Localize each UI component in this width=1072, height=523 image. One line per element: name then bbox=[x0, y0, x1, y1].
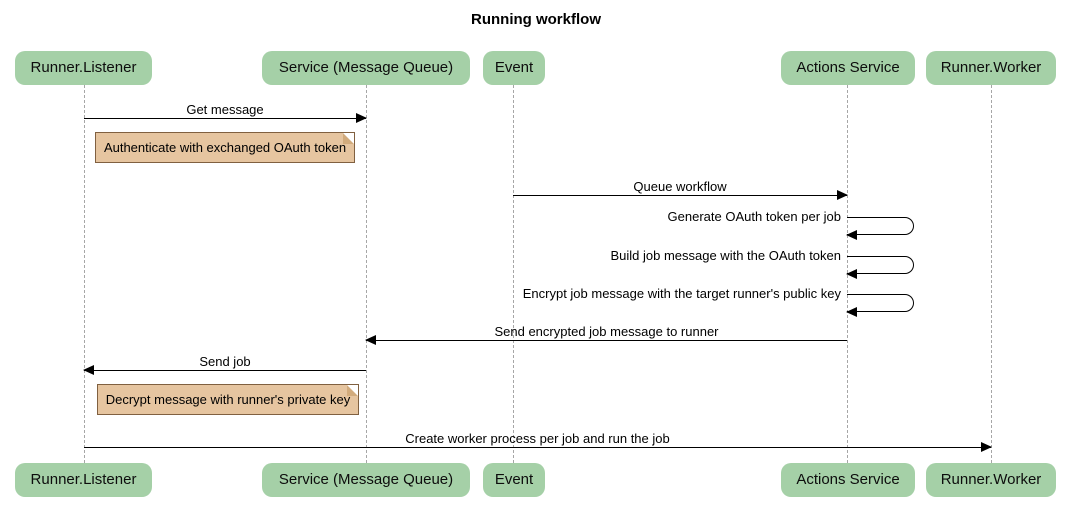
participant-service-message-queue-bottom: Service (Message Queue) bbox=[262, 463, 470, 497]
participant-service-message-queue-top: Service (Message Queue) bbox=[262, 51, 470, 85]
participant-event-top: Event bbox=[483, 51, 545, 85]
participant-runner-worker-top: Runner.Worker bbox=[926, 51, 1056, 85]
message-arrow-queue-workflow bbox=[513, 190, 848, 200]
lifeline-service-message-queue bbox=[366, 85, 367, 463]
arrowhead-left-icon bbox=[365, 335, 376, 345]
message-arrow-send-job bbox=[83, 365, 366, 375]
self-message-arrow-build-job-message bbox=[846, 256, 914, 279]
participant-runner-listener-bottom: Runner.Listener bbox=[15, 463, 152, 497]
participant-actions-service-bottom: Actions Service bbox=[781, 463, 915, 497]
message-label-send-encrypted-job: Send encrypted job message to runner bbox=[494, 324, 719, 339]
note-fold-icon bbox=[343, 133, 354, 144]
message-label-generate-oauth-token: Generate OAuth token per job bbox=[667, 209, 841, 224]
note-decrypt-message: Decrypt message with runner's private ke… bbox=[97, 384, 359, 415]
message-arrow-create-worker-process bbox=[84, 442, 992, 452]
participant-runner-listener-top: Runner.Listener bbox=[15, 51, 152, 85]
lifeline-runner-listener bbox=[84, 85, 85, 463]
arrowhead-right-icon bbox=[981, 442, 992, 452]
lifeline-event bbox=[513, 85, 514, 463]
lifeline-runner-worker bbox=[991, 85, 992, 463]
arrowhead-left-icon bbox=[846, 230, 857, 240]
participant-event-bottom: Event bbox=[483, 463, 545, 497]
message-label-build-job-message: Build job message with the OAuth token bbox=[610, 248, 841, 263]
arrowhead-left-icon bbox=[846, 269, 857, 279]
message-arrow-get-message bbox=[84, 113, 367, 123]
message-label-get-message: Get message bbox=[186, 102, 264, 117]
note-fold-icon bbox=[347, 385, 358, 396]
message-label-encrypt-job-message: Encrypt job message with the target runn… bbox=[522, 286, 841, 301]
arrowhead-right-icon bbox=[837, 190, 848, 200]
note-text: Decrypt message with runner's private ke… bbox=[105, 392, 351, 407]
diagram-title: Running workflow bbox=[471, 11, 601, 28]
message-label-queue-workflow: Queue workflow bbox=[633, 179, 727, 194]
arrowhead-left-icon bbox=[846, 307, 857, 317]
self-message-arrow-generate-oauth-token bbox=[846, 217, 914, 240]
arrowhead-right-icon bbox=[356, 113, 367, 123]
message-arrow-send-encrypted-job bbox=[365, 335, 847, 345]
message-label-create-worker-process: Create worker process per job and run th… bbox=[405, 431, 670, 446]
note-authenticate-oauth: Authenticate with exchanged OAuth token bbox=[95, 132, 355, 163]
message-label-send-job: Send job bbox=[199, 354, 251, 369]
participant-actions-service-top: Actions Service bbox=[781, 51, 915, 85]
note-text: Authenticate with exchanged OAuth token bbox=[103, 140, 347, 155]
arrowhead-left-icon bbox=[83, 365, 94, 375]
participant-runner-worker-bottom: Runner.Worker bbox=[926, 463, 1056, 497]
self-message-arrow-encrypt-job-message bbox=[846, 294, 914, 317]
